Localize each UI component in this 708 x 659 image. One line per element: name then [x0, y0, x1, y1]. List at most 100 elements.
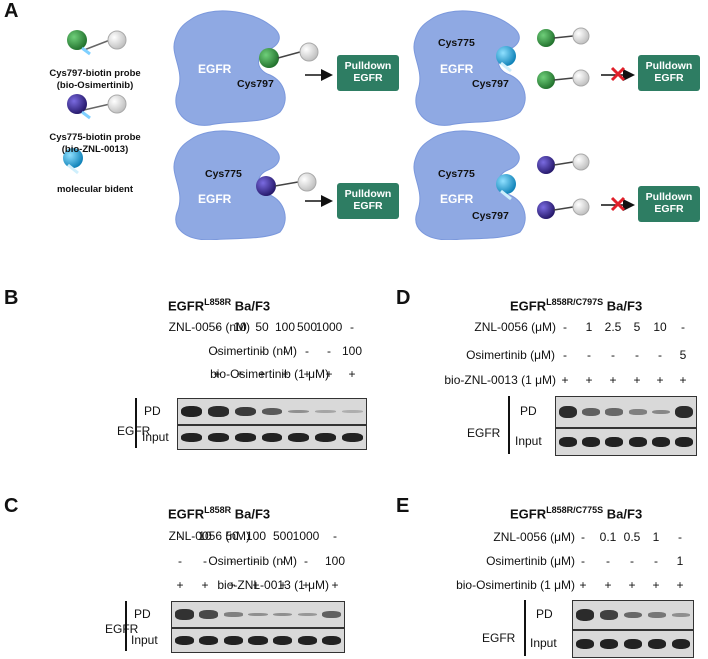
cys797-label: Cys797	[472, 78, 509, 90]
condition-value: +	[628, 578, 636, 592]
condition-value: +	[252, 578, 260, 592]
condition-label: Osimertinib (nM)	[208, 554, 297, 568]
egfr-label: EGFR	[198, 192, 232, 206]
condition-value: -	[563, 320, 567, 334]
condition-value: 1	[652, 530, 660, 544]
condition-value: +	[561, 373, 569, 387]
input-label: Input	[530, 636, 557, 650]
complex-probe2-bound	[256, 172, 317, 196]
condition-value: 10	[233, 320, 247, 334]
egfr-label: EGFR	[440, 62, 474, 76]
condition-value: 2.5	[604, 320, 622, 334]
condition-value: 10	[198, 529, 212, 543]
condition-value: 0.1	[599, 530, 617, 544]
pd-label: PD	[520, 404, 537, 418]
panel-c-title: EGFRL858R Ba/F3	[168, 505, 271, 522]
input-band	[605, 436, 624, 448]
condition-label: ZNL-0056 (μM)	[493, 530, 575, 544]
condition-value: -	[587, 348, 591, 362]
blot-bracket	[125, 601, 127, 651]
input-band	[248, 635, 268, 646]
panel-e-title: EGFRL858R/C775S Ba/F3	[510, 505, 643, 522]
input-band	[199, 635, 219, 646]
pulldown-label: Pulldown	[645, 191, 693, 203]
pulldown-label: Pulldown	[344, 188, 392, 200]
egfr-protein-shape	[413, 130, 526, 240]
input-band	[623, 638, 643, 650]
condition-value: -	[581, 530, 585, 544]
pd-blot	[555, 396, 697, 428]
input-band	[180, 432, 202, 443]
pulldown-target: EGFR	[353, 200, 383, 212]
panel-a-schematic	[63, 10, 635, 240]
egfr-protein-shape	[173, 10, 286, 126]
pd-band	[575, 609, 595, 621]
input-band	[628, 436, 647, 448]
cys775-label: Cys775	[205, 168, 242, 180]
condition-value: -	[230, 554, 234, 568]
condition-value: 100	[341, 344, 363, 358]
input-band	[315, 432, 337, 443]
pd-band	[234, 406, 256, 417]
input-band	[207, 432, 229, 443]
condition-label: Osimertinib (nM)	[208, 344, 297, 358]
condition-value: +	[679, 373, 687, 387]
condition-value: 5	[633, 320, 641, 334]
pulldown-box: Pulldown EGFR	[337, 55, 399, 91]
legend-bident-icon	[63, 148, 83, 175]
panel-b-title: EGFRL858R Ba/F3	[168, 297, 271, 314]
input-label: Input	[131, 632, 158, 647]
pd-band	[581, 407, 601, 417]
egfr-protein-shape	[413, 10, 526, 126]
condition-label: ZNL-0056 (μM)	[474, 320, 556, 334]
condition-value: -	[333, 529, 337, 543]
condition-value: +	[331, 578, 339, 592]
pd-label: PD	[536, 607, 553, 621]
egfr-label: EGFR	[198, 62, 232, 76]
condition-value: -	[654, 554, 658, 568]
input-blot	[572, 630, 694, 658]
condition-value: -	[681, 320, 685, 334]
condition-value: -	[203, 554, 207, 568]
condition-value: 1	[676, 554, 684, 568]
input-band	[581, 436, 601, 448]
condition-value: +	[302, 578, 310, 592]
condition-value: +	[604, 578, 612, 592]
input-band	[675, 436, 694, 448]
pd-band	[223, 612, 243, 617]
input-band	[174, 635, 194, 646]
condition-value: +	[676, 578, 684, 592]
legend-bident-label: molecular bident	[56, 184, 133, 195]
condition-value: -	[678, 530, 682, 544]
pd-band	[647, 612, 667, 618]
condition-value: -	[215, 344, 219, 358]
pd-blot	[572, 600, 694, 630]
condition-value: +	[201, 578, 209, 592]
input-band	[558, 436, 577, 448]
condition-value: +	[176, 578, 184, 592]
egfr-label: EGFR	[440, 192, 474, 206]
pulldown-box: Pulldown EGFR	[638, 55, 700, 91]
condition-value: -	[581, 554, 585, 568]
condition-value: +	[213, 367, 221, 381]
pd-band	[174, 609, 194, 620]
input-label: Input	[142, 429, 169, 444]
condition-value: 10	[653, 320, 667, 334]
legend-probe2-sub: (bio-ZNL-0013)	[61, 144, 129, 155]
pd-band	[272, 612, 293, 617]
pd-blot	[177, 398, 367, 425]
condition-value: 1000	[292, 529, 320, 543]
condition-value: 500	[296, 320, 318, 334]
pulldown-label: Pulldown	[344, 60, 392, 72]
pd-band	[558, 405, 577, 419]
condition-value: +	[585, 373, 593, 387]
input-band	[272, 635, 293, 646]
free-probe2-icon	[537, 153, 590, 219]
pulldown-target: EGFR	[654, 72, 684, 84]
condition-value: 0.5	[623, 530, 641, 544]
input-band	[223, 635, 243, 646]
condition-label: bio-ZNL-0013 (1 μM)	[444, 373, 556, 387]
condition-label: Osimertinib (μM)	[466, 348, 555, 362]
pd-band	[599, 609, 619, 621]
legend-probe1-sub: (bio-Osimertinib)	[56, 80, 134, 91]
